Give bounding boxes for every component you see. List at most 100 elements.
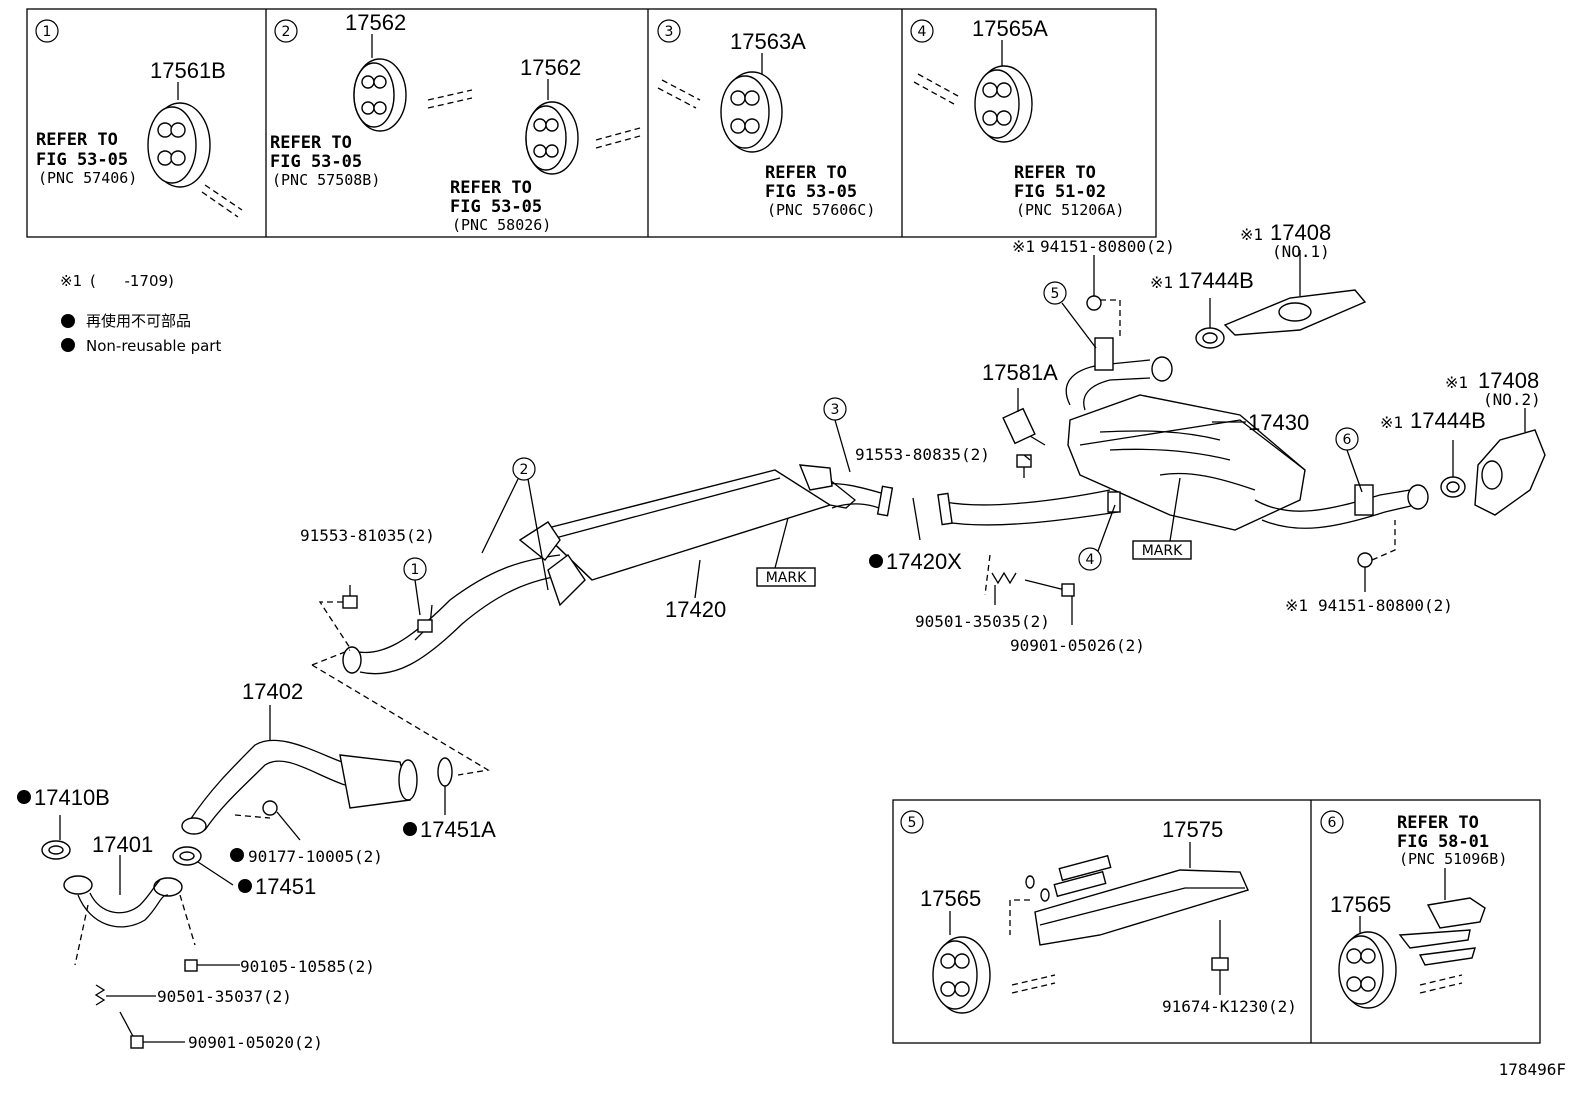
bracket-p6	[1398, 897, 1486, 966]
panel-5: 5 17575 91674-K1230(2) 17565	[900, 810, 1297, 1016]
bracket-17575	[1025, 854, 1249, 946]
panel-2-number: 2	[282, 24, 291, 40]
nonreusable-bullet-icon	[61, 338, 75, 352]
gasket-17444b-1	[1195, 298, 1225, 349]
legend-note-range: ( -1709)	[90, 272, 174, 290]
svg-text:6: 6	[1343, 432, 1352, 448]
panel-4-number: 4	[918, 24, 927, 40]
note-symbol: ※1	[1380, 413, 1403, 432]
gasket-17451	[172, 846, 234, 886]
note-symbol: ※1	[1240, 225, 1263, 244]
nonreusable-bullet-icon	[869, 554, 883, 568]
label-17420: 17420	[665, 597, 726, 622]
legend-nonreusable-en: Non-reusable part	[86, 337, 221, 355]
label-17408-no1-sub: (NO.1)	[1272, 242, 1330, 261]
panel-1: 1 17561B REFER TO FIG 53-05 (PNC 57406)	[35, 19, 243, 218]
nonreusable-bullet-icon	[230, 848, 244, 862]
rubber-hanger-17563a	[720, 71, 783, 153]
panel-3-part-label: 17563A	[730, 29, 806, 54]
label-91553-80835: 91553-80835(2)	[855, 445, 990, 464]
label-90501-35035: 90501-35035(2)	[915, 612, 1050, 631]
spring-90501-35035	[984, 554, 1017, 605]
nonreusable-bullet-icon	[238, 879, 252, 893]
panel-6-ref-line1: REFER TO	[1397, 813, 1479, 833]
panel-1-part-label: 17561B	[150, 58, 226, 83]
panel-6-number: 6	[1328, 815, 1337, 831]
rubber-hanger-17562-a	[353, 58, 407, 132]
svg-text:4: 4	[1086, 552, 1095, 568]
bolt-91674-k1230	[1211, 920, 1229, 995]
panel-2-part-a-label: 17562	[345, 10, 406, 35]
bolt-90105	[184, 959, 240, 972]
panel-1-ref-line2: FIG 53-05	[36, 150, 128, 170]
svg-text:1: 1	[411, 562, 420, 578]
callout-5: 5	[1043, 281, 1097, 349]
bolt-90901-05026	[1024, 579, 1075, 625]
front-pipe-17402	[181, 705, 418, 835]
callout-4: 4	[1078, 504, 1116, 571]
pipe-17401	[63, 855, 196, 966]
gasket-17410b	[41, 815, 71, 860]
mark-box-2: MARK	[1132, 477, 1192, 560]
panel-2-ref-b-line1: REFER TO	[450, 178, 532, 198]
panel-2: 2 17562 REFER TO FIG 53-05 (PNC 57508B) …	[270, 10, 641, 234]
sensor-17581a	[1002, 388, 1046, 446]
mark-box-1: MARK	[756, 517, 816, 587]
bolt-91553-81035	[318, 585, 358, 649]
label-17402: 17402	[242, 679, 303, 704]
gasket-17444b-2	[1440, 440, 1466, 498]
note-symbol: ※1	[1012, 237, 1035, 256]
label-17408-no2: 17408	[1478, 368, 1539, 393]
center-pipe-assembly-17420	[342, 464, 894, 675]
legend-nonreusable-jp: 再使用不可部品	[86, 312, 191, 330]
nut-94151-top	[1086, 255, 1121, 340]
label-17451a: 17451A	[420, 817, 496, 842]
rubber-hanger-17561b	[147, 102, 211, 188]
label-91553-81035: 91553-81035(2)	[300, 526, 435, 545]
bolt-90901-05020	[119, 1011, 185, 1049]
heat-insulator-17408-no1	[1223, 250, 1367, 336]
callout-6: 6	[1335, 427, 1363, 493]
main-labels: ※1 94151-80800(2) ※1 17408 (NO.1) ※1 174…	[17, 220, 1541, 1052]
panel-2-ref-b-line3: (PNC 58026)	[452, 216, 551, 234]
panel-6-part-label: 17565	[1330, 892, 1391, 917]
svg-text:MARK: MARK	[766, 570, 807, 586]
panel-2-ref-a-line1: REFER TO	[270, 133, 352, 153]
label-90105-10585: 90105-10585(2)	[240, 957, 375, 976]
callout-3: 3	[823, 397, 851, 473]
label-17420x: 17420X	[886, 549, 962, 574]
panel-6-ref-line3: (PNC 51096B)	[1399, 850, 1507, 868]
legend-note-symbol: ※1	[60, 272, 82, 290]
panel-3-ref-line1: REFER TO	[765, 163, 847, 183]
nonreusable-bullet-icon	[403, 822, 417, 836]
label-90177-10005: 90177-10005(2)	[248, 847, 383, 866]
panel-1-ref-line3: (PNC 57406)	[38, 169, 137, 187]
panel-3-ref-line3: (PNC 57606C)	[767, 201, 875, 219]
panel-4-ref-line3: (PNC 51206A)	[1016, 201, 1124, 219]
diagram-id: 178496F	[1499, 1060, 1566, 1079]
gasket-17451a	[437, 757, 453, 815]
panel-5-part-a-label: 17575	[1162, 817, 1223, 842]
label-90501-35037: 90501-35037(2)	[157, 987, 292, 1006]
panel-4-ref-line2: FIG 51-02	[1014, 182, 1106, 202]
note-symbol: ※1	[1150, 273, 1173, 292]
panel-4-ref-line1: REFER TO	[1014, 163, 1096, 183]
label-17408-no1: 17408	[1270, 220, 1331, 245]
panel-3-number: 3	[665, 24, 674, 40]
panel-3: 3 17563A REFER TO FIG 53-05 (PNC 57606C)	[657, 19, 875, 219]
panel-1-ref-line1: REFER TO	[36, 130, 118, 150]
label-17581a: 17581A	[982, 360, 1058, 385]
rubber-hanger-17565-p5	[932, 936, 991, 1014]
panel-5-number: 5	[908, 815, 917, 831]
panel-5-part-b-label: 17565	[920, 886, 981, 911]
svg-text:3: 3	[831, 402, 840, 418]
svg-text:2: 2	[520, 462, 529, 478]
panel-2-ref-b-line2: FIG 53-05	[450, 197, 542, 217]
label-17451: 17451	[255, 874, 316, 899]
rubber-hanger-17565-p6	[1338, 931, 1397, 1009]
nut-94151-bottom	[1357, 520, 1396, 592]
panel-4-part-label: 17565A	[972, 16, 1048, 41]
legend: ※1 ( -1709) 再使用不可部品 Non-reusable part	[60, 272, 221, 355]
panel-2-part-b-label: 17562	[520, 55, 581, 80]
label-17410b: 17410B	[34, 785, 110, 810]
